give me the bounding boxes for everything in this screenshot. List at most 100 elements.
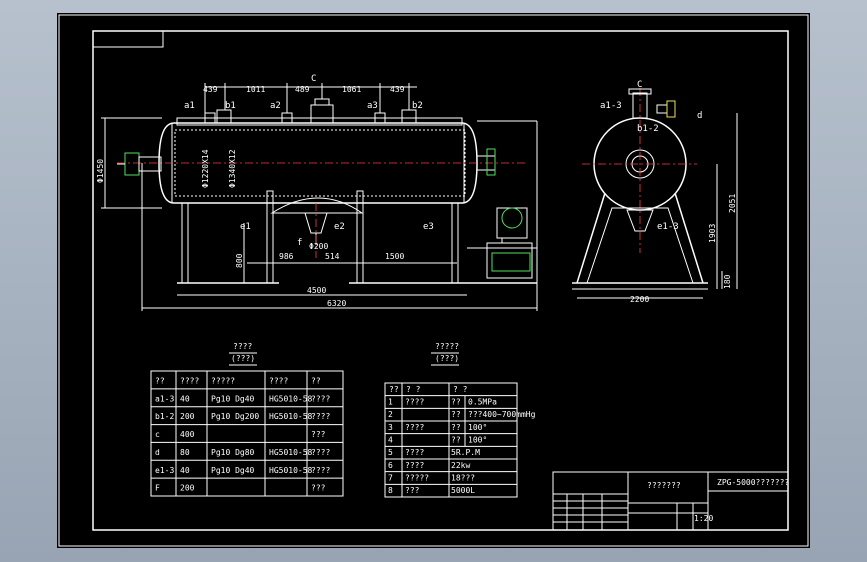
dim-top-5: 439 [390,85,405,94]
side-nozzle-d [656,104,668,114]
left-bearing [124,152,140,176]
nozzle-header-cell: ???? [269,377,288,386]
spec-table: ????? (???) ??? ?? ?1??????0.5MPa2?????4… [384,342,536,498]
right-bearing [486,148,496,176]
side-label-d: d [697,111,702,121]
dim-small-vert: 800 [235,253,244,268]
dim-top-2: 1011 [246,85,265,94]
label-a2: a2 [270,101,281,111]
front-view [101,83,538,311]
nozzle-table-cell: Pg10 Dg40 [211,394,255,403]
nozzle-table-cell: 80 [180,448,190,457]
spec-table-subtitle: (???) [435,354,459,363]
spec-table-cell: 4 [388,436,393,445]
nozzle-table-cell: ???? [311,448,330,457]
label-a3: a3 [367,101,378,111]
nozzle-header-cell: ?? [311,377,321,386]
nozzle-table-cell: ???? [311,466,330,475]
corner-code-box [92,30,164,48]
dim-top-1: 439 [203,85,218,94]
side-discharge [626,209,654,232]
spec-table-cell: 8 [388,486,393,495]
gear-box [496,207,528,239]
nozzle-table-cell: ???? [311,412,330,421]
spec-table-cell: ???? [405,398,424,407]
side-view-labels: C a1-3 b1-2 d e1-3 1903 2051 180 2200 [600,80,737,304]
spec-table-cell: ???400~700mmHg [468,410,536,419]
spec-table-cell: 18??? [451,474,475,483]
title-block-name-left: ??????? [647,481,681,490]
discharge-cone [304,212,328,234]
spec-table-cell: ?? [451,398,461,407]
nozzle-table-cell: e1-3 [155,466,174,475]
dim-overall-inner: 4500 [307,286,326,295]
spec-table-grid: ??? ?? ?1??????0.5MPa2?????400~700mmHg3?… [385,383,536,497]
spec-table-cell: 5 [388,448,393,457]
side-nozzle-d-flange [666,100,676,118]
side-label-b: b1-2 [637,124,659,134]
spec-header-cell: ? ? [406,385,421,394]
spec-table-cell: 7 [388,474,393,483]
side-label-c: C [637,80,642,90]
inner-frame [92,30,789,531]
label-e1: e1 [240,222,251,232]
motor-housing [486,242,533,279]
spec-table-frame [384,382,518,498]
drawing-sheet[interactable]: 439 1011 489 1061 439 C a1 b1 a2 a3 b2 Φ… [57,13,810,548]
dim-overall: 6320 [327,299,346,308]
dim-top-4: 1061 [342,85,361,94]
title-block-name-right: ZPG-5000??????? [717,478,789,487]
spec-table-cell: ?? [451,410,461,419]
vessel-body [158,122,478,204]
spec-table-title: ????? [435,342,459,351]
side-view [572,88,738,299]
spec-table-cell: 22kw [451,461,470,470]
nozzle-table-cell: HG5010-58 [269,466,313,475]
side-dim-width: 2200 [630,295,649,304]
nozzle-table-cell: HG5010-58 [269,412,313,421]
label-b2: b2 [412,101,423,111]
nozzle-table-cell: 200 [180,484,195,493]
label-b1: b1 [225,101,236,111]
nozzle-a1 [204,112,216,124]
dim-f: Φ200 [309,242,328,251]
nozzle-table-cell: HG5010-58 [269,394,313,403]
nozzle-table-cell: 40 [180,466,190,475]
cad-canvas[interactable]: 439 1011 489 1061 439 C a1 b1 a2 a3 b2 Φ… [57,13,810,548]
side-dim-h2: 2051 [728,194,737,213]
dim-bottom-2: 514 [325,252,340,261]
spec-header-cell: ? ? [453,385,468,394]
nozzle-table-cell: Pg10 Dg200 [211,412,259,421]
vessel-jacket [174,129,466,197]
nozzle-c [310,104,334,124]
nozzle-table-cell: b1-2 [155,412,174,421]
nozzle-c-cap [314,98,330,106]
label-e2: e2 [334,222,345,232]
spec-table-cell: 100° [468,423,487,432]
label-a1: a1 [184,101,195,111]
title-block-scale: 1:20 [694,514,713,523]
top-flange-strip [176,117,463,126]
nozzle-table-cell: 200 [180,412,195,421]
side-label-a: a1-3 [600,101,622,111]
nozzle-table-cell: a1-3 [155,394,174,403]
side-label-e: e1-3 [657,222,679,232]
nozzle-table-cell: ???? [311,394,330,403]
spec-table-cell: 5000L [451,486,475,495]
spec-table-cell: ?? [451,423,461,432]
nozzle-header-cell: ????? [211,377,235,386]
gear-wheel [501,207,523,229]
nozzle-table-cell: Pg10 Dg40 [211,466,255,475]
nozzle-table-title: ???? [233,342,252,351]
support-left-b [266,190,274,284]
nozzle-b2 [401,109,417,124]
spec-table-cell: 3 [388,423,393,432]
nozzle-table-cell: HG5010-58 [269,448,313,457]
dim-top-3: 489 [295,85,310,94]
label-c-front: C [311,74,316,84]
outer-frame [58,14,809,547]
nozzle-table-cell: Pg10 Dg80 [211,448,255,457]
